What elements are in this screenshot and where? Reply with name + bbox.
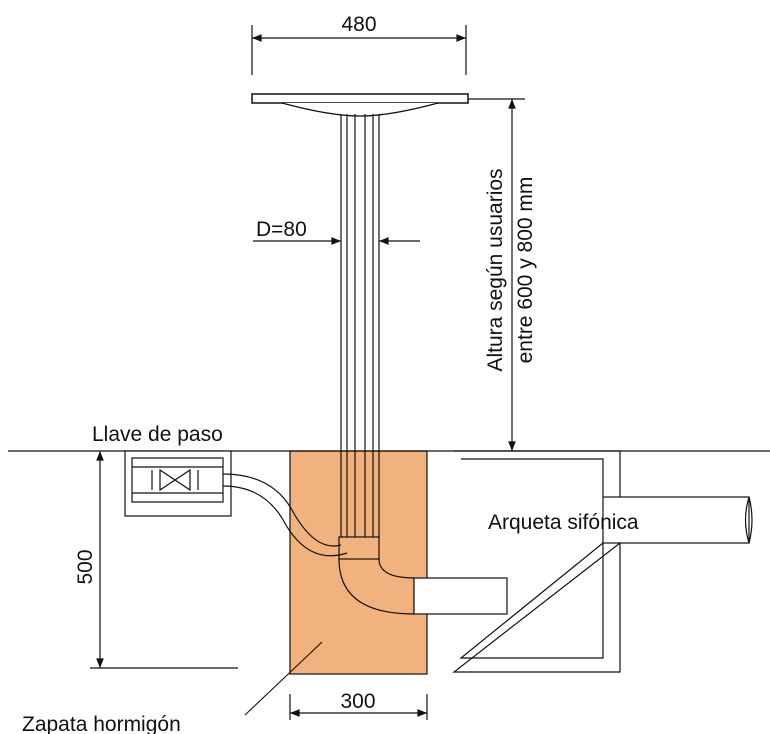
base-width-label: 300 [340,690,375,713]
siphon-trap [452,450,621,673]
diameter-label: D=80 [256,218,307,241]
top-width-dimension [251,25,467,75]
valve-icon [151,468,199,492]
valve-box [124,450,232,517]
footing-leader [244,641,323,716]
height-dimension [468,98,525,451]
valve-label: Llave de paso [92,423,223,446]
base-width-dimension [289,694,428,720]
drain-pipe [413,577,508,615]
supply-pipe [222,473,348,557]
trap-label: Arqueta sifónica [488,511,639,534]
depth-label: 500 [74,549,97,584]
fountain-bowl [251,93,469,117]
top-width-label: 480 [341,13,376,36]
height-label-line1: Altura según usuarios [484,168,507,371]
column-pipe [340,114,380,537]
concrete-footing [289,450,428,675]
height-label-line2: entre 600 y 800 mm [514,177,537,364]
depth-dimension [90,451,238,669]
footing-label: Zapata hormigón [22,713,181,734]
outlet-pipe [602,496,753,544]
